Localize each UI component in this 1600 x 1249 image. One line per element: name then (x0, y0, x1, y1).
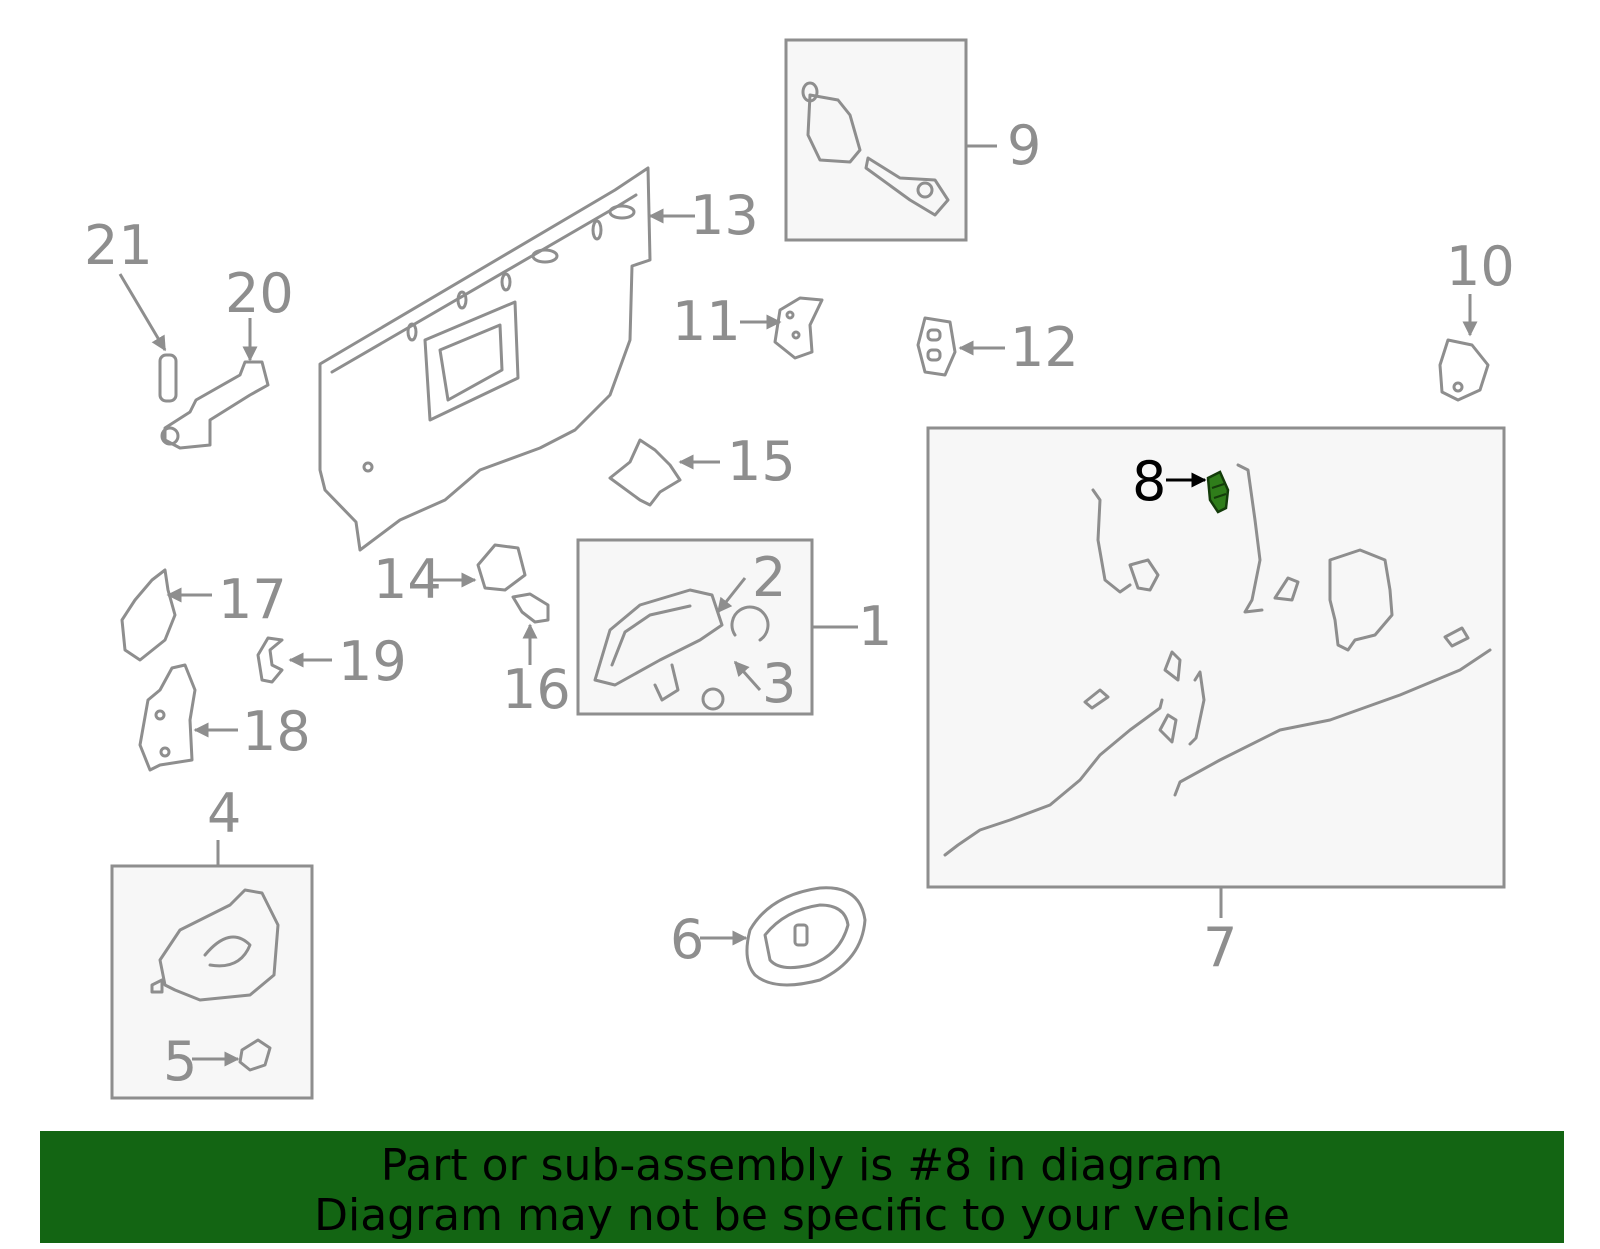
door-panel-part (318, 166, 652, 552)
bracket-part-17 (120, 568, 177, 662)
callout-9: 9 (1007, 114, 1041, 177)
callout-20: 20 (225, 262, 294, 325)
callout-18: 18 (242, 700, 311, 763)
callout-7: 7 (1203, 916, 1237, 979)
inside-handle-part-6 (745, 886, 867, 987)
callout-17: 17 (218, 568, 287, 631)
callout-2: 2 (752, 546, 786, 609)
callout-14: 14 (373, 548, 442, 611)
callout-12: 12 (1010, 316, 1079, 379)
box-1-outside-handle-group (576, 538, 814, 716)
banner-line-1: Part or sub-assembly is #8 in diagram (380, 1140, 1224, 1191)
callout-10: 10 (1446, 235, 1515, 298)
bumper-part-12 (916, 316, 957, 377)
pin-part-21 (158, 353, 178, 403)
callout-4: 4 (207, 782, 241, 845)
callout-8-highlighted: 8 (1132, 450, 1166, 513)
banner-line-2: Diagram may not be specific to your vehi… (314, 1190, 1290, 1241)
callout-5: 5 (163, 1030, 197, 1093)
callout-1: 1 (858, 595, 892, 658)
box-4-lock-group (110, 864, 314, 1100)
clip-part-10 (1438, 338, 1490, 402)
bracket-part-11 (773, 296, 824, 360)
info-banner: Part or sub-assembly is #8 in diagram Di… (40, 1131, 1564, 1243)
callout-3: 3 (762, 652, 796, 715)
clip-part-16 (511, 592, 550, 624)
clip-part-19 (256, 636, 284, 684)
callout-21: 21 (84, 214, 153, 277)
callout-15: 15 (727, 430, 796, 493)
callout-13: 13 (690, 184, 759, 247)
callout-19: 19 (338, 630, 407, 693)
bracket-part-15 (608, 438, 682, 507)
callout-6: 6 (670, 908, 704, 971)
grommet-part-14 (476, 543, 527, 592)
callout-16: 16 (502, 658, 571, 721)
door-check-part-20 (160, 360, 270, 450)
callout-11: 11 (672, 290, 741, 353)
box-9-key-cylinder-group (784, 38, 968, 242)
highlighted-part-8 (1206, 470, 1230, 514)
hinge-part-18 (138, 663, 197, 772)
